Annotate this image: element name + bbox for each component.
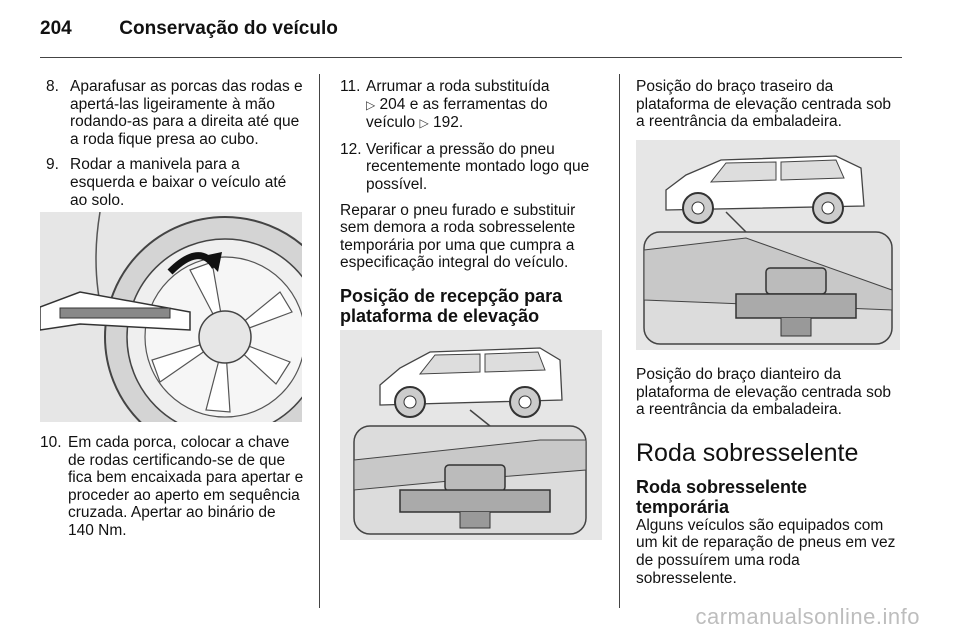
list-item: 10. Em cada porca, colocar a chave de ro… bbox=[40, 434, 304, 540]
step-text: Aparafusar as porcas das rodas e apertá-… bbox=[70, 78, 303, 148]
suv-rear-lift-illustration bbox=[643, 155, 893, 345]
page-header: 204 Conservação do veículo bbox=[40, 18, 338, 40]
column-3-lower: Posição do braço dianteiro da plataforma… bbox=[636, 366, 902, 595]
step-number: 10. bbox=[40, 434, 62, 451]
column-1-lower: 10. Em cada porca, colocar a chave de ro… bbox=[40, 434, 304, 548]
figure-caption: Posição do braço traseiro da plataforma … bbox=[636, 78, 892, 131]
figure-caption: Posição do braço dianteiro da plataforma… bbox=[636, 366, 892, 419]
list-item: 9. Rodar a manivela para a esquerda e ba… bbox=[46, 156, 304, 209]
section-heading: Posição de recepção para plataforma de e… bbox=[340, 285, 563, 326]
step-text: Em cada porca, colocar a chave de rodas … bbox=[68, 434, 304, 539]
list-item: 8. Aparafusar as porcas das rodas e aper… bbox=[46, 78, 304, 148]
body-paragraph: Reparar o pneu furado e substituir sem d… bbox=[340, 201, 576, 272]
step-text: Verificar a pressão do pneu recentemente… bbox=[366, 140, 590, 193]
watermark: carmanualsonline.info bbox=[695, 604, 920, 629]
step-number: 12. bbox=[340, 140, 362, 158]
step-number: 11. bbox=[340, 78, 361, 95]
subsection-title: Roda sobresselente temporária bbox=[636, 476, 808, 517]
suv-front-lift-illustration bbox=[353, 347, 587, 535]
step-text: Rodar a manivela para a esquerda e baixa… bbox=[70, 156, 287, 209]
list-item: 12. Verificar a pressão do pneu recentem… bbox=[340, 141, 602, 194]
wheel-nut-tightening-figure bbox=[40, 212, 302, 422]
column-2: 11. Arrumar a roda substituída ▷ 204 e a… bbox=[340, 78, 602, 334]
rear-lift-point-figure bbox=[636, 140, 900, 350]
column-divider bbox=[319, 74, 320, 608]
column-3: Posição do braço traseiro da plataforma … bbox=[636, 78, 902, 139]
step-text: Arrumar a roda substituída ▷ 204 e as fe… bbox=[366, 78, 550, 132]
step-number: 9. bbox=[46, 156, 59, 174]
header-rule bbox=[40, 57, 902, 58]
list-item: 11. Arrumar a roda substituída ▷ 204 e a… bbox=[340, 78, 602, 133]
body-paragraph: Alguns veículos são equipados com um kit… bbox=[636, 516, 896, 587]
wheel-wrench-illustration bbox=[40, 212, 302, 422]
page-number: 204 bbox=[40, 18, 72, 39]
column-1: 8. Aparafusar as porcas das rodas e aper… bbox=[46, 78, 304, 217]
column-divider bbox=[619, 74, 620, 608]
page-title: Conservação do veículo bbox=[119, 18, 338, 39]
section-title: Roda sobresselente bbox=[636, 438, 859, 467]
front-lift-point-figure bbox=[340, 330, 602, 540]
cross-reference-icon: ▷ bbox=[366, 97, 376, 112]
step-number: 8. bbox=[46, 78, 59, 95]
cross-reference-icon: ▷ bbox=[419, 116, 429, 131]
